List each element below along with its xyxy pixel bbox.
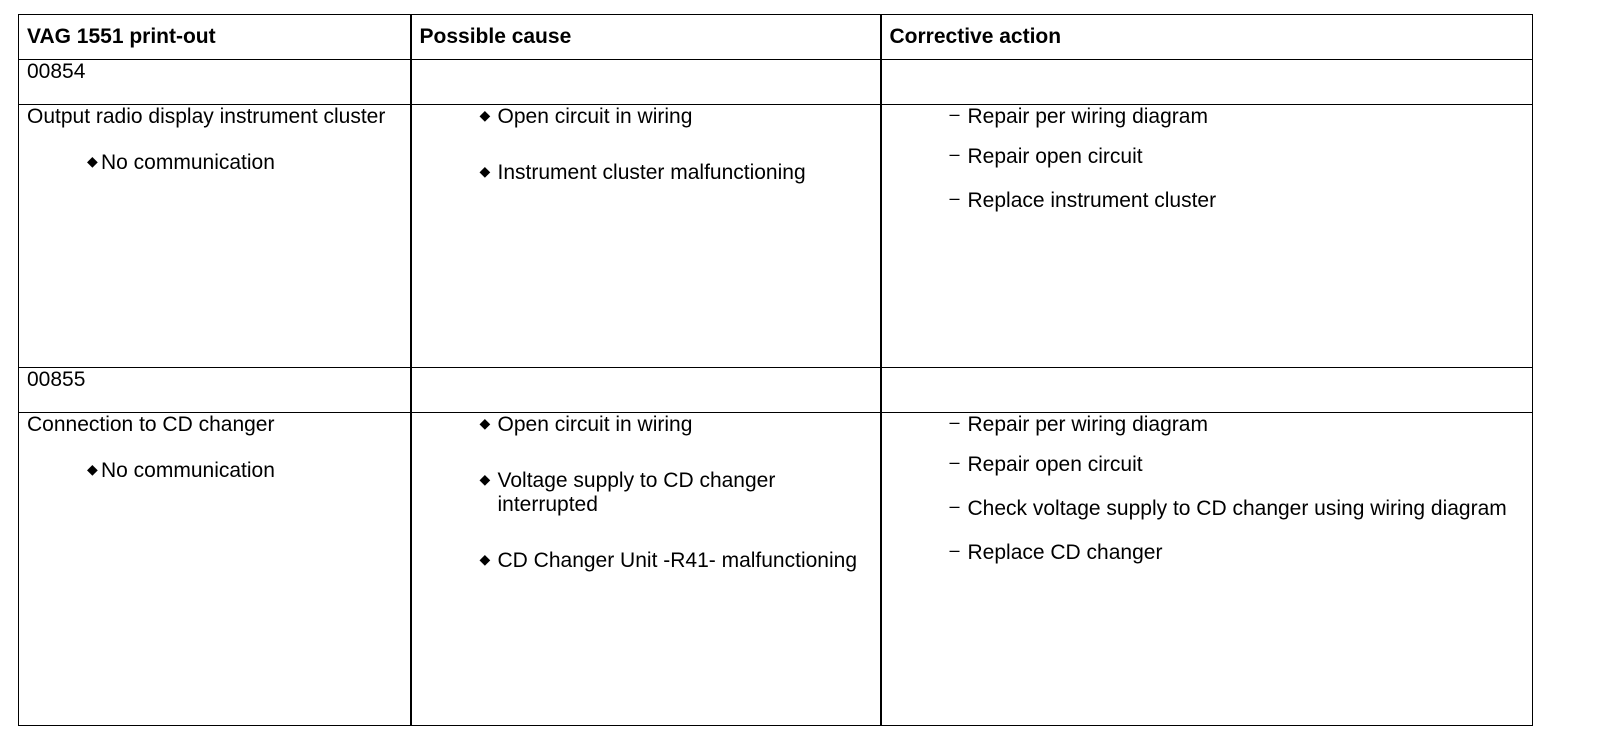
fault-code: 00854 — [18, 59, 411, 105]
action-item: – Replace instrument cluster — [949, 188, 1525, 213]
component-name: Connection to CD changer — [27, 413, 275, 436]
cause-text: Voltage supply to CD changer interrupted — [497, 469, 776, 516]
cause-cell: ◆ Open circuit in wiring ◆ Voltage suppl… — [409, 412, 881, 726]
diamond-bullet-icon: ◆ — [479, 471, 491, 487]
cause-item: ◆ Open circuit in wiring — [480, 105, 872, 129]
fault-table: VAG 1551 print-out Possible cause Correc… — [18, 14, 1533, 726]
dash-bullet-icon: – — [949, 104, 960, 124]
empty-cell — [409, 59, 881, 105]
cause-item: ◆ Voltage supply to CD changer interrupt… — [480, 469, 872, 517]
empty-cell — [879, 59, 1533, 105]
dash-bullet-icon: – — [949, 452, 960, 472]
fault-detail-row: Output radio display instrument cluster … — [18, 104, 1533, 368]
diamond-bullet-icon: ◆ — [479, 551, 491, 567]
dash-bullet-icon: – — [949, 496, 960, 516]
action-text: Repair per wiring diagram — [967, 105, 1208, 128]
empty-cell — [879, 367, 1533, 413]
action-text: Repair open circuit — [967, 453, 1143, 476]
action-text: Check voltage supply to CD changer using… — [967, 497, 1507, 520]
action-text: Repair per wiring diagram — [967, 413, 1208, 436]
action-item: – Replace CD changer — [949, 540, 1525, 565]
dash-bullet-icon: – — [949, 540, 960, 560]
action-text: Replace instrument cluster — [967, 189, 1217, 212]
action-text: Replace CD changer — [967, 541, 1163, 564]
cause-text: Open circuit in wiring — [497, 413, 693, 436]
condition-text: No communication — [101, 459, 275, 482]
action-item: – Repair per wiring diagram — [949, 412, 1525, 437]
condition-list: ◆ No communication — [27, 459, 402, 483]
cause-item: ◆ CD Changer Unit -R41- malfunctioning — [480, 549, 872, 573]
condition-list: ◆ No communication — [27, 151, 402, 175]
diamond-bullet-icon: ◆ — [479, 107, 491, 123]
condition-item: ◆ No communication — [87, 151, 402, 175]
dash-bullet-icon: – — [949, 188, 960, 208]
cause-item: ◆ Instrument cluster malfunctioning — [480, 161, 872, 185]
fault-detail-row: Connection to CD changer ◆ No communicat… — [18, 412, 1533, 726]
fault-code-row: 00854 — [18, 59, 1533, 105]
action-cell: – Repair per wiring diagram – Repair ope… — [879, 104, 1533, 368]
fault-code: 00855 — [18, 367, 411, 413]
printout-cell: Connection to CD changer ◆ No communicat… — [18, 412, 411, 726]
header-corrective-action: Corrective action — [879, 14, 1533, 60]
header-row: VAG 1551 print-out Possible cause Correc… — [18, 14, 1533, 60]
action-text: Repair open circuit — [967, 145, 1143, 168]
cause-list: ◆ Open circuit in wiring ◆ Voltage suppl… — [420, 413, 872, 573]
component-name: Output radio display instrument cluster — [27, 105, 386, 128]
header-possible-cause: Possible cause — [409, 14, 881, 60]
dash-bullet-icon: – — [949, 144, 960, 164]
action-cell: – Repair per wiring diagram – Repair ope… — [879, 412, 1533, 726]
action-list: – Repair per wiring diagram – Repair ope… — [890, 412, 1525, 565]
action-item: – Check voltage supply to CD changer usi… — [949, 496, 1525, 521]
diamond-bullet-icon: ◆ — [87, 153, 98, 169]
condition-text: No communication — [101, 151, 275, 174]
condition-item: ◆ No communication — [87, 459, 402, 483]
action-item: – Repair open circuit — [949, 452, 1525, 477]
cause-list: ◆ Open circuit in wiring ◆ Instrument cl… — [420, 105, 872, 185]
diamond-bullet-icon: ◆ — [87, 461, 98, 477]
action-item: – Repair open circuit — [949, 144, 1525, 169]
diamond-bullet-icon: ◆ — [479, 415, 491, 431]
printout-cell: Output radio display instrument cluster … — [18, 104, 411, 368]
cause-text: Instrument cluster malfunctioning — [497, 161, 806, 184]
diamond-bullet-icon: ◆ — [479, 163, 491, 179]
cause-text: Open circuit in wiring — [497, 105, 693, 128]
fault-code-row: 00855 — [18, 367, 1533, 413]
cause-item: ◆ Open circuit in wiring — [480, 413, 872, 437]
action-list: – Repair per wiring diagram – Repair ope… — [890, 104, 1525, 213]
action-item: – Repair per wiring diagram — [949, 104, 1525, 129]
cause-text: CD Changer Unit -R41- malfunctioning — [497, 549, 858, 572]
cause-cell: ◆ Open circuit in wiring ◆ Instrument cl… — [409, 104, 881, 368]
empty-cell — [409, 367, 881, 413]
dash-bullet-icon: – — [949, 412, 960, 432]
header-printout: VAG 1551 print-out — [18, 14, 411, 60]
